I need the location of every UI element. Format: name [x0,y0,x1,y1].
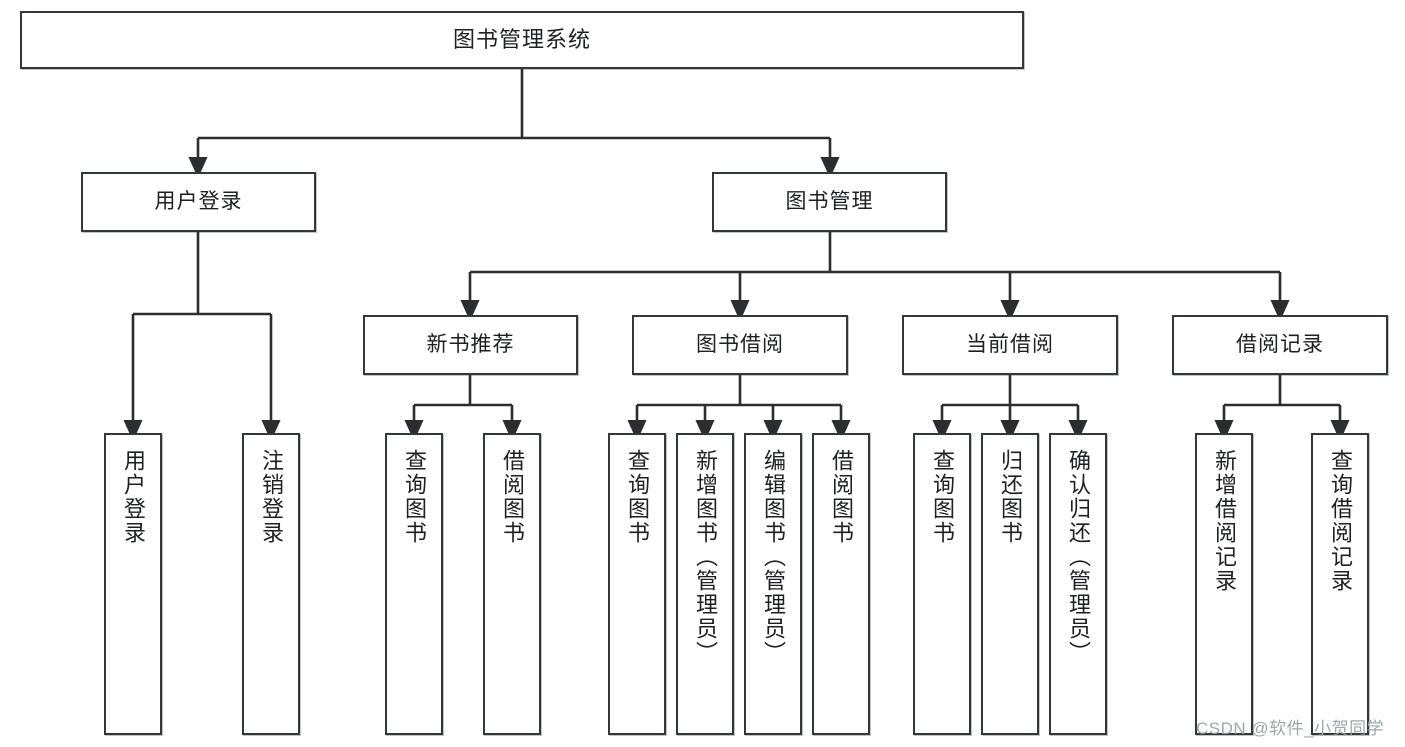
node-borrow-record[interactable]: 借阅记录 [1172,315,1388,375]
node-label: 编辑图书（管理员） [760,449,786,665]
leaf-borrow-book-recommend[interactable]: 借阅图书 [483,433,541,735]
node-label: 新增借阅记录 [1211,449,1237,593]
node-label: 归还图书 [997,449,1023,545]
leaf-query-book-borrow[interactable]: 查询图书 [608,433,666,735]
node-label: 图书管理系统 [452,27,591,53]
leaf-query-borrow-record[interactable]: 查询借阅记录 [1311,433,1369,735]
node-book-manage[interactable]: 图书管理 [712,172,947,232]
node-label: 查询图书 [401,449,427,545]
leaf-add-borrow-record[interactable]: 新增借阅记录 [1195,433,1253,735]
leaf-query-book-recommend[interactable]: 查询图书 [385,433,443,735]
node-label: 新书推荐 [426,332,515,356]
node-label: 图书管理 [785,189,874,213]
leaf-query-book-current[interactable]: 查询图书 [913,433,971,735]
leaf-borrow-book[interactable]: 借阅图书 [812,433,870,735]
node-label: 查询图书 [624,449,650,545]
leaf-return-book[interactable]: 归还图书 [981,433,1039,735]
node-label: 当前借阅 [966,332,1054,356]
node-label: 借阅记录 [1236,332,1324,356]
leaf-add-book[interactable]: 新增图书（管理员） [676,433,734,735]
node-label: 用户登录 [154,189,243,213]
node-label: 注销登录 [258,449,284,545]
node-label: 查询借阅记录 [1327,449,1353,593]
leaf-user-login[interactable]: 用户登录 [104,433,162,735]
leaf-confirm-return[interactable]: 确认归还（管理员） [1049,433,1107,735]
node-label: 借阅图书 [499,449,525,545]
node-user-login[interactable]: 用户登录 [81,172,316,232]
node-label: 查询图书 [929,449,955,545]
node-root-system[interactable]: 图书管理系统 [20,11,1024,69]
node-book-borrow[interactable]: 图书借阅 [632,315,848,375]
node-current-borrow[interactable]: 当前借阅 [902,315,1118,375]
leaf-user-logout[interactable]: 注销登录 [242,433,300,735]
node-label: 确认归还（管理员） [1065,449,1091,665]
node-new-book-recommend[interactable]: 新书推荐 [363,315,578,375]
leaf-edit-book[interactable]: 编辑图书（管理员） [744,433,802,735]
node-label: 借阅图书 [828,449,854,545]
node-label: 图书借阅 [696,332,784,356]
node-label: 用户登录 [120,449,146,545]
node-label: 新增图书（管理员） [692,449,718,665]
csdn-watermark: CSDN @软件_小贺同学 [1196,719,1385,738]
